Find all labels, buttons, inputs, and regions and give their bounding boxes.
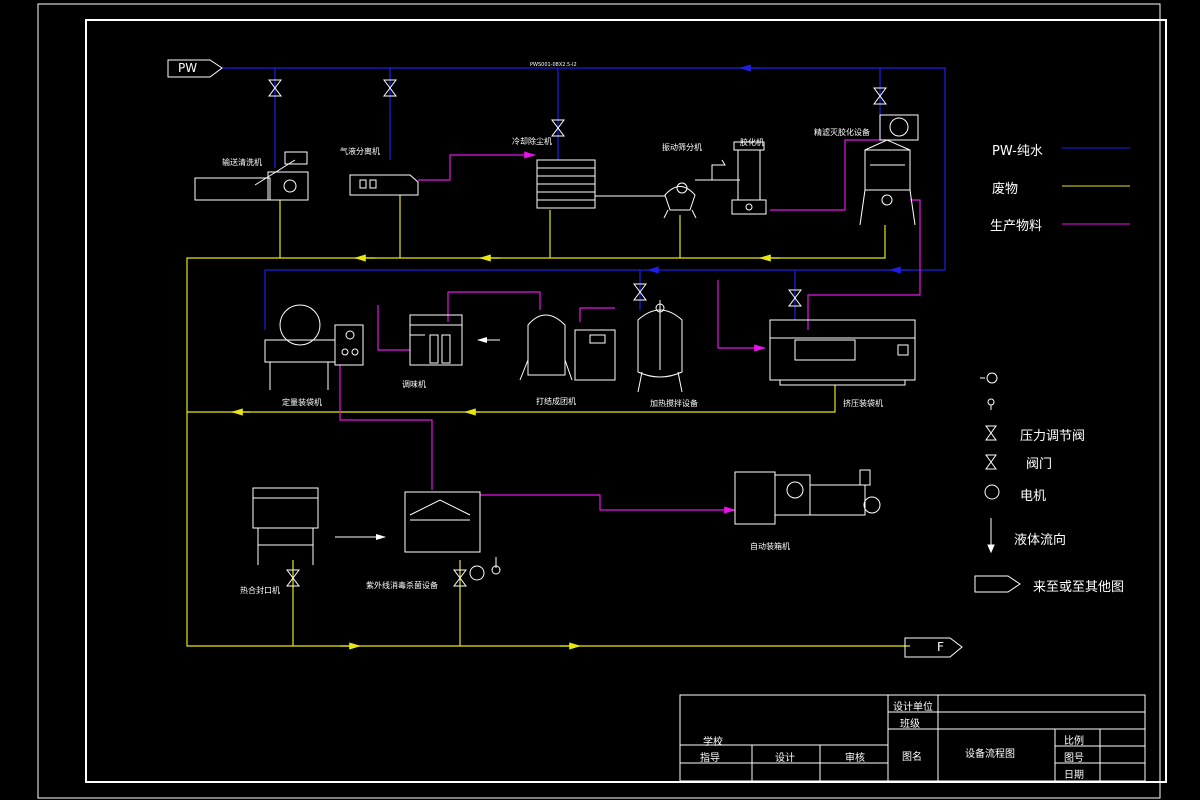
legend-offpage: 来至或至其他图: [1033, 580, 1125, 595]
tb-guide: 指导: [700, 753, 720, 764]
tb-class: 班级: [900, 719, 920, 730]
press-label: 挤压装袋机: [843, 399, 883, 408]
tb-drawing-name: 图名: [902, 752, 922, 763]
molder-machine: [519, 314, 616, 381]
title-block: [679, 694, 1146, 782]
molder-label: 打结成团机: [536, 397, 576, 406]
f-outlet-label: F: [937, 640, 944, 654]
material-pipes: [339, 139, 921, 514]
uv-machine: [404, 491, 501, 581]
legend-pw: PW-纯水: [992, 144, 1043, 159]
press-machine: [769, 319, 916, 386]
cooler-label: 冷却除尘机: [512, 137, 552, 146]
legend-symbols: [974, 147, 1130, 593]
f-outlet-terminal: [904, 637, 963, 658]
seasoner-machine: [409, 314, 463, 366]
spray-label: 精滤灭胶化设备: [814, 128, 870, 137]
inner-frame: [85, 19, 1167, 783]
separator-machine: [349, 174, 419, 196]
tb-drawing-no: 图号: [1064, 753, 1084, 764]
filler-label: 定量装袋机: [282, 398, 322, 407]
separator-label: 气液分离机: [340, 147, 380, 156]
legend-motor: 电机: [1020, 489, 1047, 504]
packer-label: 自动装箱机: [750, 542, 790, 551]
colloid-mill: [731, 141, 767, 215]
filler-machine: [264, 304, 364, 390]
tb-date: 日期: [1064, 770, 1084, 781]
washer-label: 输送清洗机: [222, 158, 262, 167]
pw-inlet-terminal: [167, 59, 223, 78]
tb-design: 设计: [775, 753, 795, 764]
washer-machine: [194, 151, 309, 201]
tb-review: 审核: [845, 753, 865, 764]
tb-design-unit: 设计单位: [893, 702, 933, 713]
packer-machine: [734, 469, 881, 525]
sealer-machine: [252, 487, 319, 565]
cooler-machine: [536, 159, 596, 209]
colloid-label: 胶化机: [740, 138, 764, 147]
valves: [268, 79, 887, 587]
legend-flow: 液体流向: [1014, 533, 1067, 548]
tb-drawing-title: 设备流程图: [965, 749, 1015, 760]
shaker-label: 振动筛分机: [662, 143, 702, 152]
waste-pipes: [186, 195, 910, 650]
seasoner-label: 调味机: [402, 380, 426, 389]
shaker-machine: [663, 159, 726, 219]
tb-scale: 比例: [1064, 736, 1084, 747]
pipe-spec-label: PWS001-08X2.5-I2: [530, 62, 577, 68]
pw-pipes: [222, 64, 946, 330]
legend-valve: 阀门: [1026, 457, 1053, 472]
legend-pressure-valve: 压力调节阀: [1020, 429, 1086, 444]
legend-material: 生产物料: [990, 219, 1043, 234]
spray-equipment: [859, 114, 919, 226]
legend-waste: 废物: [992, 182, 1019, 197]
mixer-label: 加热搅拌设备: [650, 399, 698, 408]
outer-frame: [37, 3, 1161, 799]
pw-inlet-label: PW: [178, 61, 198, 75]
uv-label: 紫外线消毒杀菌设备: [366, 581, 438, 590]
mixer-tank: [637, 300, 683, 393]
sealer-label: 热合封口机: [240, 586, 280, 595]
tb-school: 学校: [703, 737, 723, 748]
